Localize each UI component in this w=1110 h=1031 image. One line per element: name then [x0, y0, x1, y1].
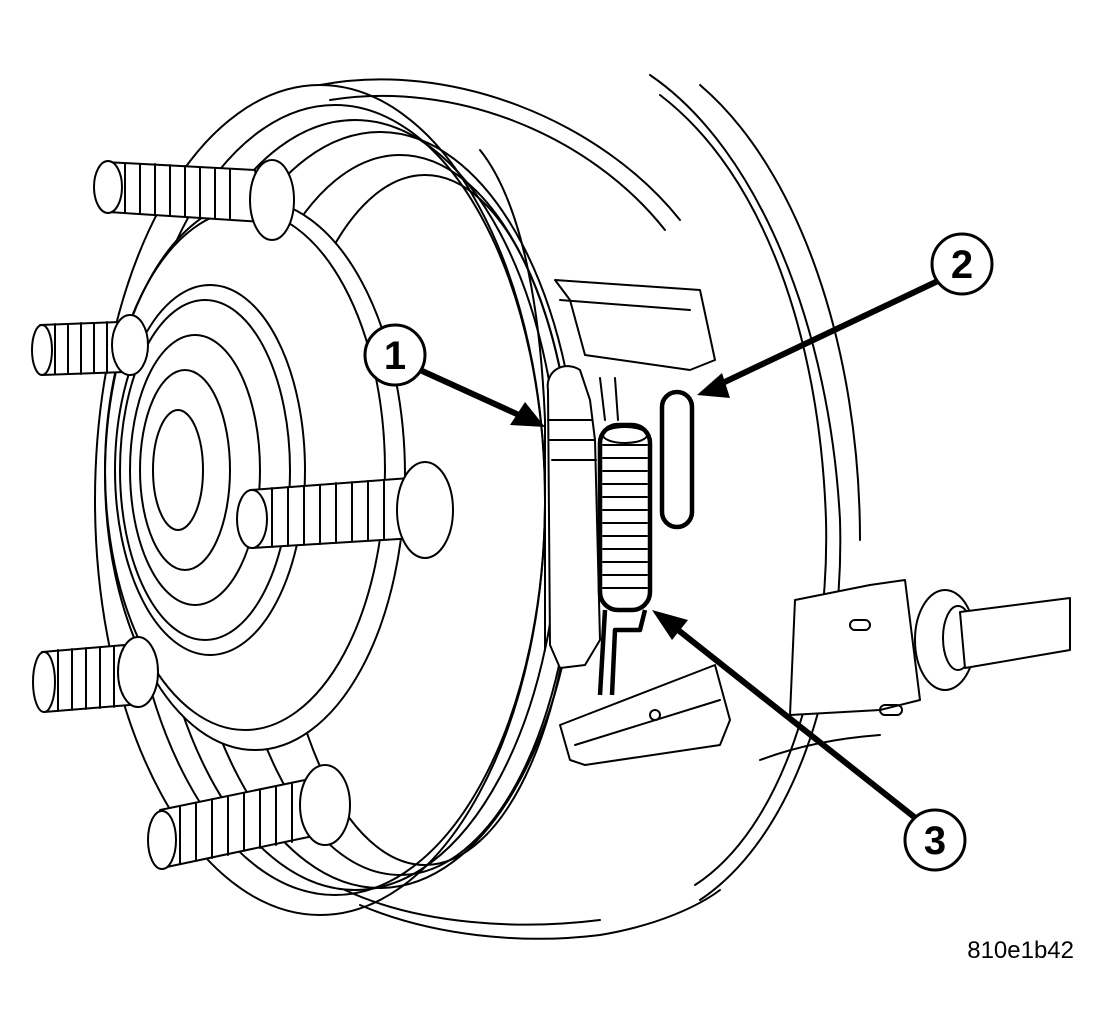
callout-1: 1: [363, 323, 545, 427]
brake-shoes: [479, 149, 731, 766]
wheel-stud: [31, 314, 149, 376]
return-spring: [597, 422, 653, 696]
hub-flange: [104, 199, 406, 751]
callout-3: 3: [652, 610, 967, 872]
wheel-stud: [236, 461, 454, 559]
parking-brake-cable: [759, 579, 1071, 761]
callout-2: 2: [697, 232, 994, 398]
adjuster-strut: [546, 365, 619, 669]
figure-id-label: 810e1b42: [967, 937, 1074, 964]
callout-number: 2: [951, 243, 973, 287]
wheel-stud: [93, 159, 295, 241]
wheel-stud: [32, 636, 159, 713]
wheel-studs: [31, 159, 454, 870]
wheel-stud: [147, 764, 351, 870]
shoe-slot: [659, 389, 695, 530]
backing-plate: [319, 74, 861, 940]
callout-number: 3: [924, 819, 946, 863]
callout-number: 1: [384, 334, 406, 378]
